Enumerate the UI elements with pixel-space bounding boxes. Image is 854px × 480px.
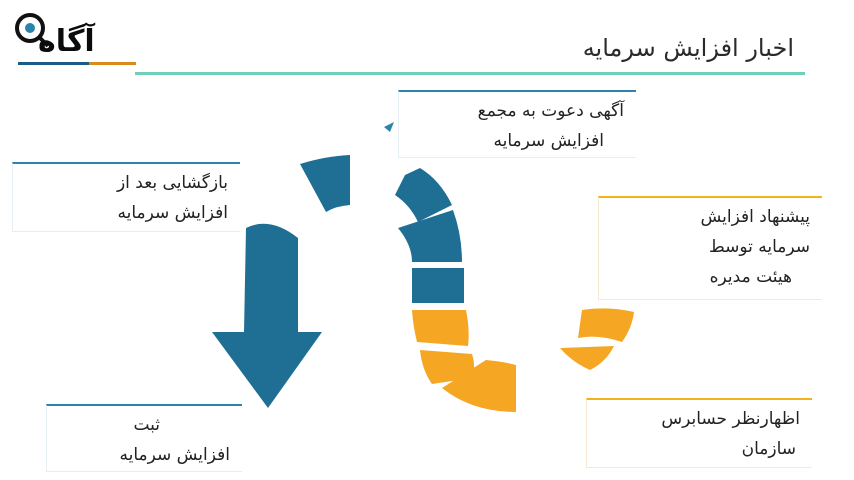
arc-segment-blue-3 <box>412 268 464 303</box>
step-box-invitation: آگهی دعوت به مجمع افزایش سرمایه <box>398 90 636 158</box>
arc-segment-orange-2 <box>420 350 474 384</box>
arc-segment-orange-4 <box>578 308 634 342</box>
step-text-line: هیئت مدیره <box>709 267 792 287</box>
magnifier-icon <box>15 13 50 48</box>
arc-segment-orange-1 <box>412 310 469 346</box>
step-text-line: آگهی دعوت به مجمع <box>477 101 624 121</box>
step-text-line: بازگشایی بعد از <box>116 173 228 193</box>
pointer-marker <box>384 122 394 132</box>
step-text-line: پیشنهاد افزایش <box>700 207 810 227</box>
step-text-line: سرمایه توسط <box>708 237 810 257</box>
step-box-registration: ثبت افزایش سرمایه <box>46 404 242 472</box>
logo-underline <box>18 62 136 65</box>
step-text-line: افزایش سرمایه <box>493 131 604 151</box>
step-text-line: سازمان <box>741 439 796 459</box>
step-box-auditor-opinion: اظهارنظر حسابرس سازمان <box>586 398 812 468</box>
step-text-line: ثبت <box>133 415 160 435</box>
arc-segment-blue-2 <box>398 210 462 262</box>
arc-segment-orange-3 <box>442 360 516 412</box>
step-box-board-proposal: پیشنهاد افزایش سرمایه توسط هیئت مدیره <box>598 196 822 300</box>
logo-text: آگاه <box>38 24 96 59</box>
page-title: اخبار افزایش سرمایه <box>582 34 794 62</box>
title-underline <box>135 72 805 75</box>
logo: آگاه <box>12 10 136 68</box>
step-box-reopening: بازگشایی بعد از افزایش سرمایه <box>12 162 240 232</box>
arc-segment-blue-4 <box>300 155 350 212</box>
step-text-line: اظهارنظر حسابرس <box>661 409 800 429</box>
arrow-body-blue <box>212 223 322 408</box>
step-text-line: افزایش سرمایه <box>117 203 228 223</box>
arc-segment-orange-5 <box>560 346 614 370</box>
arc-segment-blue-1 <box>395 168 452 222</box>
step-text-line: افزایش سرمایه <box>119 445 230 465</box>
